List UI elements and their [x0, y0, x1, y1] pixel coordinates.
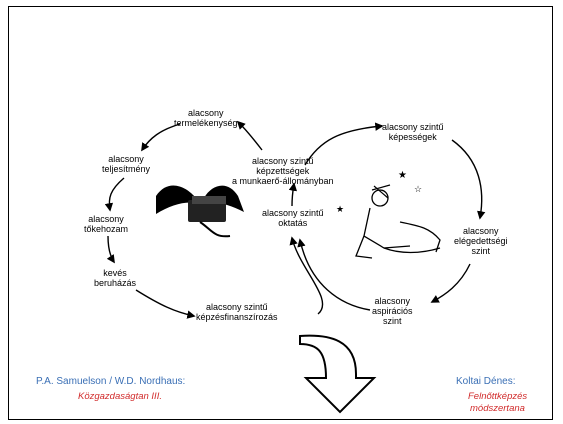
arrow-teljesitmeny-to-tokehozam	[104, 177, 125, 212]
svg-text:☆: ☆	[414, 184, 422, 194]
right-reference-author: Koltai Dénes:	[456, 376, 516, 387]
arrow-tokehozam-to-beruhazas	[106, 235, 115, 264]
right-reference-title-line2: módszertana	[470, 403, 525, 414]
arrow-termelekenyseg-to-teljesitmeny	[141, 123, 181, 152]
tired-person-icon: ★ ★ ☆	[336, 170, 441, 259]
down-arrow-icon	[299, 334, 377, 414]
arrow-kepzesfinanszirozas-to-oktatas	[289, 236, 324, 315]
left-reference-author: P.A. Samuelson / W.D. Nordhaus:	[36, 376, 186, 387]
arrow-oktatas-to-kepzettseg	[288, 182, 298, 207]
right-reference-title-line1: Felnőttképzés	[468, 391, 528, 402]
arrow-kepzettseg-to-termelekenyseg	[236, 120, 263, 151]
arrow-elegedettseg-to-aspiracios	[430, 263, 471, 303]
svg-text:★: ★	[398, 170, 407, 181]
svg-text:★: ★	[336, 204, 344, 214]
arrow-kepessegek-to-elegedettseg	[451, 139, 486, 220]
flying-money-icon	[156, 185, 244, 238]
arrow-beruhazas-to-kepzesfinanszirozas	[135, 289, 196, 319]
slide-frame	[8, 6, 553, 420]
arrow-kepzettseg-to-kepessegek	[304, 122, 384, 166]
left-reference-title: Közgazdaságtan III.	[78, 391, 162, 402]
arrow-aspiracios-to-oktatas	[297, 238, 371, 311]
